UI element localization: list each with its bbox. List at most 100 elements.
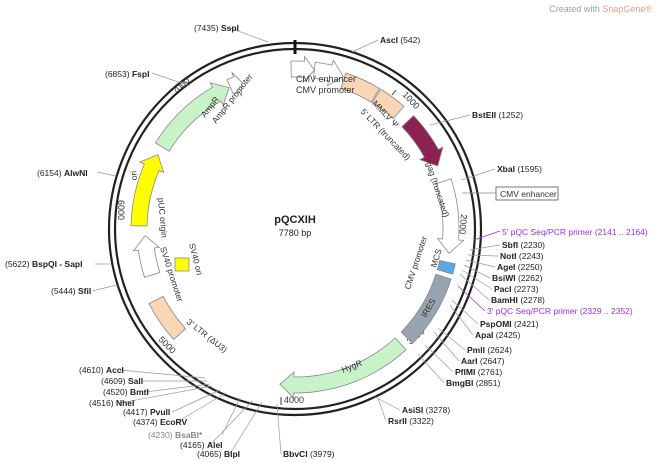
site-label-bsabi: (4230) BsaBI* [148,430,203,440]
site-pos: (1595) [517,164,542,174]
site-leader-line [144,383,211,393]
site-leader-line [171,389,221,413]
feature-sv40-ori [174,257,190,272]
site-leader-line [417,353,445,384]
site-leader-line [377,397,387,422]
site-name: NheI [116,398,134,408]
feature-label-sv40-ori: SV40 ori [187,242,205,276]
site-name: FspI [132,69,149,79]
site-name: ApaI [475,330,493,340]
site-label-alwni: (6154) AlwNI [37,168,88,178]
site-name: BamHI [491,295,518,305]
site-pos: (4609) [101,376,126,386]
site-name: AscI [380,35,398,45]
site-pos: (2262) [518,273,543,283]
site-label-bmti: (4520) BmtI [103,387,149,397]
site-leader-line [461,168,496,181]
feature-label-cmv-promoter: CMV promoter [296,85,355,95]
site-name: AarI [461,356,478,366]
site-label-bsiwi: BsiWI (2262) [492,273,543,283]
feature-ires [400,273,452,344]
cmv-enhancer-callout-box [495,186,559,201]
site-pos: (2273) [514,284,539,294]
site-leader-line [176,392,227,423]
site-name: AccI [106,365,124,375]
site-name: BmgBI [446,378,473,388]
site-pos: (2647) [480,356,505,366]
site-label-pflmi: PflMI (2761) [455,367,502,377]
site-label-sali: (4609) SalI [101,376,143,386]
site-name: AleI [207,440,223,450]
site-label-sspi: (7435) SspI [194,23,239,33]
site-pos: (2230) [520,240,545,250]
site-leader-line [451,299,479,325]
feature-label-cmv-enhancer-callout: CMV enhancer [500,189,557,199]
site-pos: (4065) [197,449,222,459]
feature-label-cmv-promoter-2: CMV promoter [402,235,429,291]
site-pos: (6853) [105,69,130,79]
scale-tick-2000: 2000 [457,214,469,235]
site-pos: (2761) [478,367,503,377]
site-name: PspOMI [480,319,512,329]
site-label-bsteii: BstEII (1252) [472,110,523,120]
site-label-psp0mi: PspOMI (2421) [480,319,539,329]
site-leader-line [229,401,263,455]
site-name: XbaI [497,164,515,174]
scale-tick-4000: 4000 [284,395,304,405]
site-pos: (2141 .. 2164) [595,227,648,237]
site-leader-line [467,254,499,257]
site-name: PvuII [150,407,170,417]
site-label-apai: ApaI (2425) [475,330,521,340]
site-pos: (2425) [496,330,521,340]
site-name: EcoRV [160,417,188,427]
site-pos: (4417) [123,407,148,417]
site-name: PmlI [467,345,485,355]
site-label-agei: AgeI (2250) [497,262,543,272]
feature-label-ori: ori [128,170,139,180]
feature-hygr [279,337,407,399]
site-name: AsiSI [402,405,423,415]
site-pos: (2624) [487,345,512,355]
site-name: BbvCI [283,449,308,459]
site-label-pvuii: (4417) PvuII [123,407,170,417]
site-name: BsiWI [492,273,516,283]
site-pos: (1252) [498,110,523,120]
site-pos: (4165) [180,440,205,450]
feature-3-ltr-u3- [148,295,187,341]
site-leader-line [229,27,269,43]
site-pos: (2329 .. 2352) [580,306,633,316]
site-leader-line [459,273,490,301]
feature-cmv-promoter [435,178,465,255]
site-label-pmli: PmlI (2624) [467,345,512,355]
feature-5-ltr-truncated- [340,72,381,103]
feature-gag-truncated- [401,115,444,167]
feature-label-sv40-promoter: SV40 promoter [158,246,185,304]
site-pos: (3322) [409,416,434,426]
site-pos: (2278) [520,295,545,305]
site-name: BmtI [130,387,149,397]
site-leader-line [469,244,501,251]
site-pos: (3979) [310,449,335,459]
site-pos: (4520) [103,387,128,397]
site-leader-line [351,39,379,53]
site-label-sfii: (5444) SfiI [51,286,91,296]
site-pos: (4230) [148,430,173,440]
site-leader-line [96,171,117,177]
site-label-blpi: (4065) BlpI [197,449,240,459]
site-name: RsrII [388,416,407,426]
site-name: SfiI [78,286,91,296]
site-name: NotI [500,251,517,261]
feature-label-3ltr: 3' LTR (ΔU3) [185,317,230,355]
feature-cmv-enhancer [290,55,315,84]
site-label-rsrii: RsrII (3322) [388,416,434,426]
site-pos: (2851) [476,378,501,388]
feature-label-cmv-enhancer: CMV enhancer [296,74,356,84]
site-name: SalI [128,376,143,386]
site-pos: (2421) [514,319,539,329]
site-leader-line [429,114,471,126]
site-pos: (6154) [37,168,62,178]
plasmid-name: pQCXIH [274,214,316,226]
site-label-asisi: AsiSI (3278) [402,405,450,415]
site-name: SbfI [502,240,518,250]
